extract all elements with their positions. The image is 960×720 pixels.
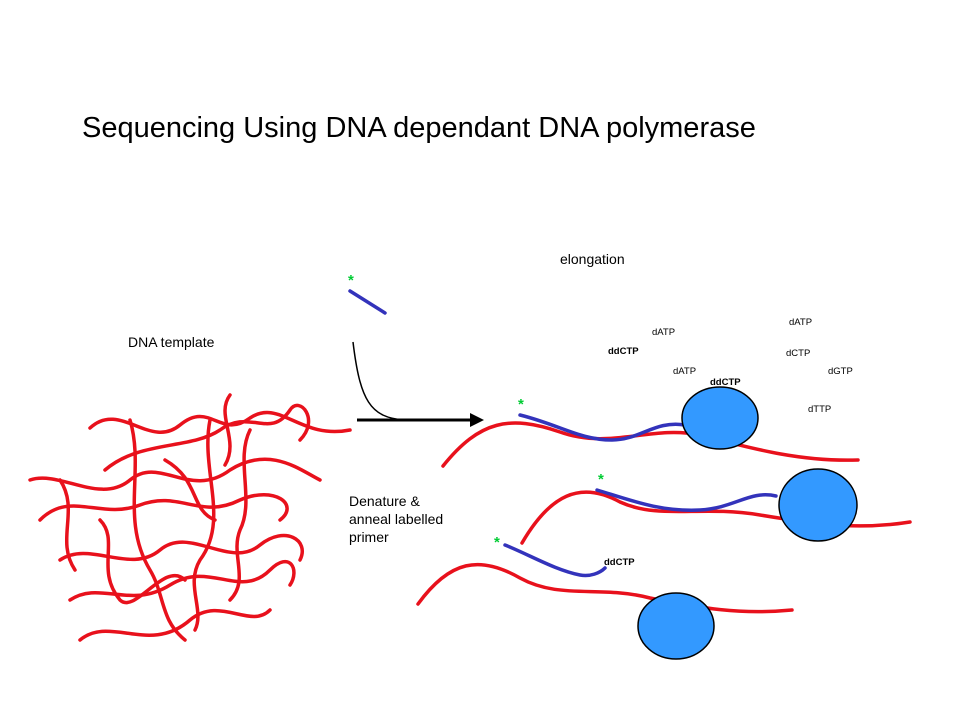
slide-title: Sequencing Using DNA dependant DNA polym… xyxy=(82,112,756,144)
nucleotide-label: dATP xyxy=(673,366,697,377)
nucleotide-label: dGTP xyxy=(828,366,853,377)
denature-line-2: anneal labelled xyxy=(349,511,444,527)
nucleotide-label: dTTP xyxy=(808,404,832,415)
primer-strand-1 xyxy=(518,413,687,442)
dna-template-label: DNA template xyxy=(128,334,215,350)
denature-line-3: primer xyxy=(349,529,389,545)
tangled-dna-template xyxy=(28,393,352,642)
nucleotide-label: ddCTP xyxy=(710,377,741,388)
primer-strand-2 xyxy=(595,488,778,512)
label-star-free: * xyxy=(348,272,354,289)
template-strand-3 xyxy=(416,562,794,614)
nucleotide-label: dCTP xyxy=(786,348,811,359)
polymerase-2 xyxy=(778,468,858,542)
polymerase-enzymes xyxy=(637,386,858,660)
polymerase-1 xyxy=(681,386,759,450)
free-primer xyxy=(348,289,387,315)
label-star-3: * xyxy=(494,534,500,551)
label-star-2: * xyxy=(598,471,604,488)
process-arrow-head xyxy=(470,413,484,427)
nucleotide-label: dATP xyxy=(652,327,676,338)
polymerase-3 xyxy=(637,592,715,660)
elongation-label: elongation xyxy=(560,251,625,267)
denature-anneal-label: Denature & anneal labelled primer xyxy=(349,492,469,546)
nucleotide-label: ddCTP xyxy=(608,346,639,357)
nucleotide-label: dATP xyxy=(789,317,813,328)
label-star-1: * xyxy=(518,396,524,413)
nucleotide-label: ddCTP xyxy=(604,557,635,568)
process-curve xyxy=(352,341,406,421)
denature-line-1: Denature & xyxy=(349,493,420,509)
primer-strand-3 xyxy=(503,543,607,578)
extending-primers xyxy=(503,413,778,578)
